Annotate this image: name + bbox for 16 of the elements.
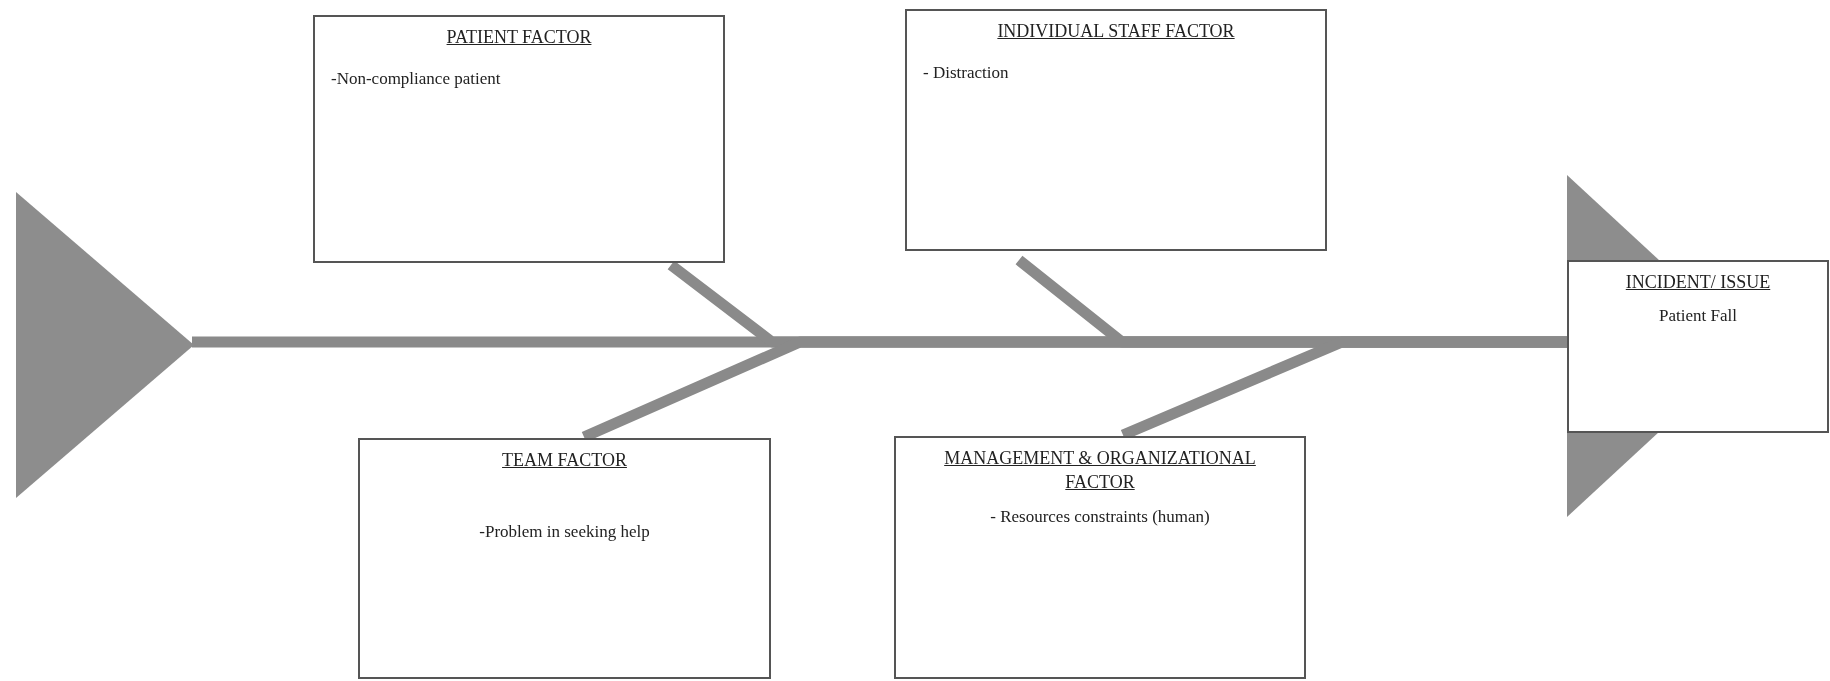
cause-box xyxy=(905,9,1327,251)
cause-box xyxy=(313,15,725,263)
cause-text: Patient Fall xyxy=(1658,306,1738,327)
cause-box xyxy=(358,438,771,679)
box-heading: MANAGEMENT & ORGANIZATIONAL FACTOR xyxy=(943,447,1257,495)
box-heading: TEAM FACTOR xyxy=(501,449,628,472)
box-heading: INDIVIDUAL STAFF FACTOR xyxy=(996,20,1236,43)
fish-tail-triangle xyxy=(16,192,194,498)
box-heading: INCIDENT/ ISSUE xyxy=(1624,271,1772,294)
cause-text: - Resources constraints (human) xyxy=(989,506,1211,527)
cause-text: -Problem in seeking help xyxy=(478,522,651,543)
problem-box xyxy=(1567,260,1829,433)
cause-text: -Non-compliance patient xyxy=(330,69,502,90)
box-heading: PATIENT FACTOR xyxy=(445,26,593,49)
cause-box xyxy=(894,436,1306,679)
cause-text: - Distraction xyxy=(922,63,1010,84)
